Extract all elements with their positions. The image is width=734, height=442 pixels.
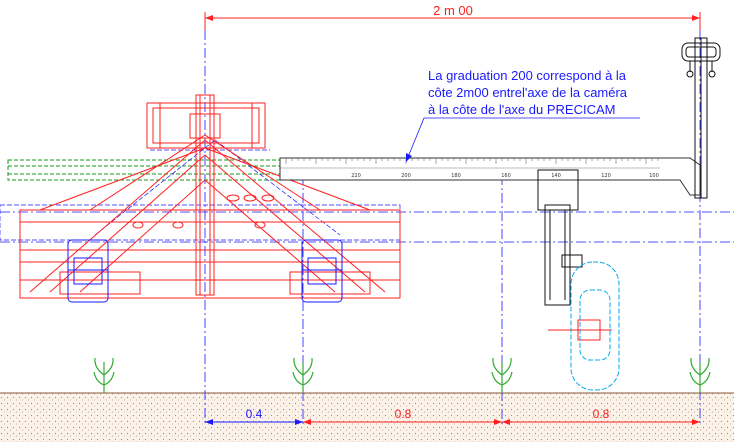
top-dimension-label: 2 m 00: [433, 3, 473, 18]
plant-icon: [292, 357, 314, 393]
implement-frame: [19, 94, 401, 299]
plant-icon: [689, 357, 711, 393]
camera-icon: [681, 37, 721, 199]
bottom-dimension: [205, 419, 700, 425]
scale-label-0: 220: [351, 173, 361, 179]
note-line-3: à la côte de l'axe du PRECICAM: [428, 102, 615, 117]
precicam-bracket: [537, 169, 612, 341]
dimension-label-0: 0.4: [246, 407, 263, 421]
dimension-label-2: 0.8: [593, 407, 610, 421]
plant-icon: [491, 357, 513, 393]
plant-icon: [93, 357, 115, 393]
graduated-scale-bar: 220 200 180 160 140 120 100: [279, 157, 701, 196]
scale-label-6: 100: [649, 173, 659, 179]
dimension-label-1: 0.8: [395, 407, 412, 421]
note-leader: [405, 117, 640, 163]
scale-label-1: 200: [401, 173, 411, 179]
wheel-icon: [67, 239, 343, 303]
scale-label-5: 120: [601, 173, 611, 179]
soil-ground: [0, 392, 734, 442]
plants: [93, 357, 711, 393]
scale-label-2: 180: [451, 173, 461, 179]
note-line-1: La graduation 200 correspond à la: [428, 68, 627, 83]
scale-label-3: 160: [501, 173, 511, 179]
guide-wheel: [570, 261, 620, 391]
note-line-2: côte 2m00 entrel'axe de la caméra: [428, 85, 628, 100]
scale-label-4: 140: [551, 173, 561, 179]
top-dimension: [204, 12, 701, 30]
